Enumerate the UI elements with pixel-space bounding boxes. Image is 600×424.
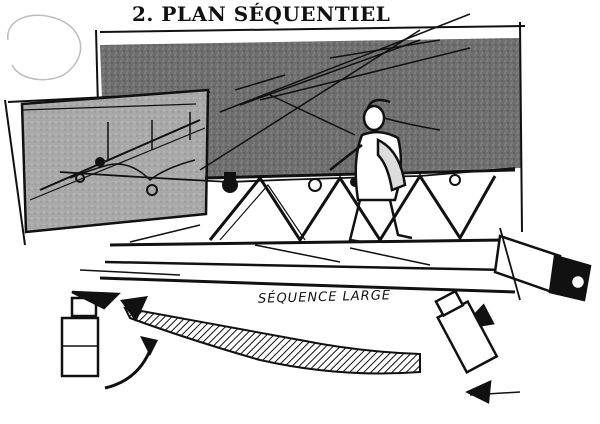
camera-sweep-arrow bbox=[104, 296, 421, 390]
pencil-scribble bbox=[7, 14, 82, 81]
sheet-title: 2. PLAN SÉQUENTIEL bbox=[132, 2, 391, 26]
camera-right-icon bbox=[434, 289, 521, 404]
side-tube bbox=[493, 227, 592, 302]
walking-figure bbox=[329, 98, 441, 244]
inset-panel bbox=[20, 88, 210, 234]
scratch-lines bbox=[199, 13, 471, 171]
camera-left-icon bbox=[60, 290, 121, 378]
